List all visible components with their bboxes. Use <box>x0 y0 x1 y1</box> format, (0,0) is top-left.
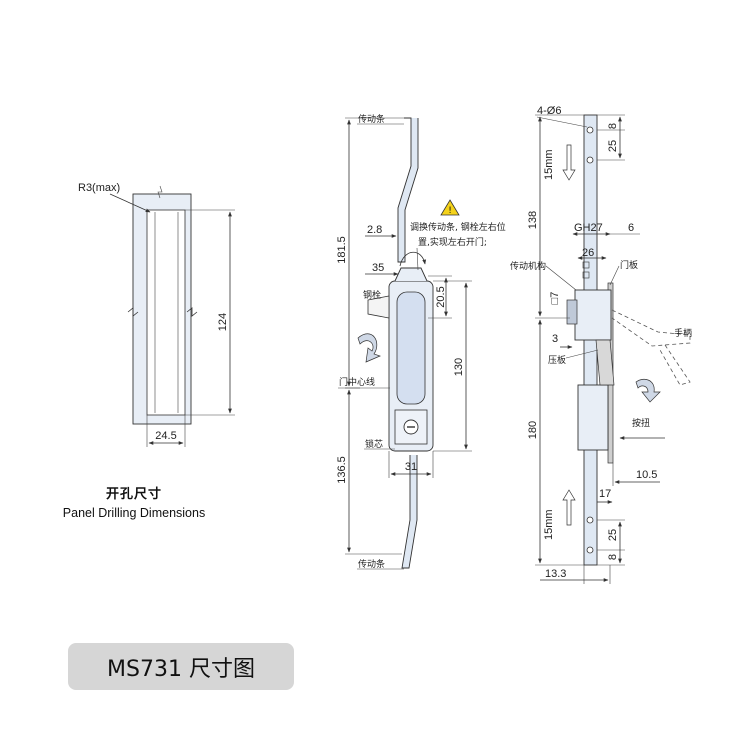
dim-15mm-bottom: 15mm <box>543 509 555 540</box>
dim-35: 35 <box>372 262 384 274</box>
title-badge: MS731 尺寸图 <box>68 643 294 690</box>
lock-core-label: 锁芯 <box>365 438 383 450</box>
bolt-piece <box>367 295 390 319</box>
dim-3: 3 <box>552 333 558 345</box>
top-curve-arrow <box>399 251 427 267</box>
door-centerline-label: 门中心线 <box>339 376 375 388</box>
page-title: MS731 尺寸图 <box>107 656 255 682</box>
dim-180: 180 <box>527 421 539 439</box>
mechanism-body <box>574 289 612 341</box>
button-label: 按扭 <box>632 417 650 429</box>
dim-130: 130 <box>453 358 465 376</box>
dim-7-square: □7 <box>549 292 561 305</box>
rod-bottom-label: 传动条 <box>358 558 385 570</box>
panel-cutout-hole <box>146 209 186 416</box>
dim-25-top: 25 <box>607 140 619 152</box>
panel-cutout-view: R3(max) 124 24.5 <box>78 182 235 447</box>
upper-rod <box>397 117 419 263</box>
dim-25-bottom: 25 <box>607 529 619 541</box>
press-plate-label: 压板 <box>548 354 566 366</box>
dim-138: 138 <box>527 211 539 229</box>
width-dimension: 24.5 <box>155 430 176 442</box>
rotate-arrow-icon <box>357 333 381 363</box>
dim-2-8: 2.8 <box>367 224 382 236</box>
rod-arrow-up <box>562 489 576 526</box>
handle-cap <box>394 267 428 282</box>
dim-10-5: 10.5 <box>636 469 657 481</box>
warning-triangle-icon <box>440 199 460 216</box>
dim-8-bottom: 8 <box>607 554 619 560</box>
svg-text:!: ! <box>448 206 452 216</box>
handle-open-outline <box>611 309 691 347</box>
rod-arrow-down <box>562 144 576 181</box>
holes-label: 4-Ø6 <box>537 105 561 117</box>
front-view: ! 调换传动条, 钢栓左右位 置,实现左右开门; 传动条 传动条 钢栓 门中心线… <box>336 113 506 570</box>
rod-top-label: 传动条 <box>358 113 385 125</box>
dim-6: 6 <box>628 222 634 234</box>
dim-31: 31 <box>405 461 417 473</box>
side-rotate-icon <box>635 378 661 403</box>
mechanism-label: 传动机构 <box>510 260 546 272</box>
lower-body <box>577 384 609 451</box>
bolt-label: 钢栓 <box>363 289 381 301</box>
swap-note-line2: 置,实现左右开门; <box>418 236 487 248</box>
break-mark-left <box>127 307 139 317</box>
side-view: 4-Ø6 15mm 15mm 8 25 138 GH27 6 26 □7 传动机… <box>510 105 692 584</box>
dim-17: 17 <box>599 488 611 500</box>
dim-26: 26 <box>582 247 594 259</box>
panel-caption: 开孔尺寸 Panel Drilling Dimensions <box>0 483 268 520</box>
panel-caption-en: Panel Drilling Dimensions <box>62 506 206 520</box>
handle-label: 手柄 <box>674 327 692 339</box>
dim-20-5: 20.5 <box>435 286 447 307</box>
gh27-label: GH27 <box>574 222 603 234</box>
door-plate-label: 门板 <box>620 259 638 271</box>
height-dimension: 124 <box>217 313 229 331</box>
dim-136-5: 136.5 <box>336 456 348 484</box>
panel-caption-zh: 开孔尺寸 <box>105 487 162 502</box>
dim-13-3: 13.3 <box>545 568 566 580</box>
dim-181-5: 181.5 <box>336 236 348 264</box>
swap-note-line1: 调换传动条, 钢栓左右位 <box>410 221 506 233</box>
handle-grip <box>396 291 426 405</box>
dim-8-top: 8 <box>607 123 619 129</box>
break-mark-right <box>186 307 198 317</box>
radius-label: R3(max) <box>78 182 120 194</box>
press-plate <box>595 339 615 386</box>
lower-rod <box>401 455 418 569</box>
dim-15mm-top: 15mm <box>543 149 555 180</box>
